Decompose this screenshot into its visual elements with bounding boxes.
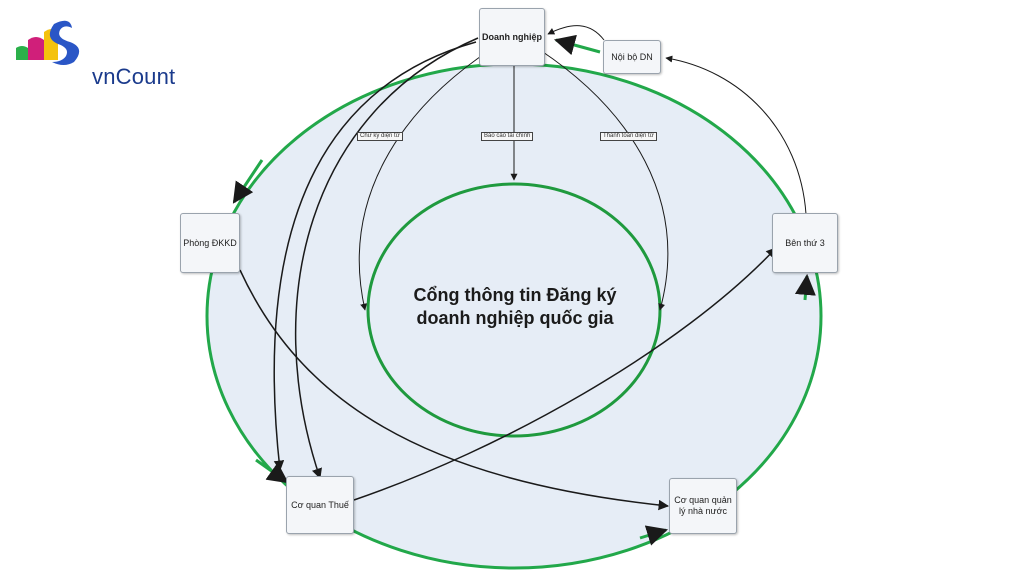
edge-dn-left — [358, 49, 491, 311]
ring-arrow-3 — [639, 525, 669, 546]
edge-label-chu-ky: Chữ ký điện tử — [357, 132, 403, 141]
ring-arrow-1 — [232, 159, 264, 204]
portal-title: Cổng thông tin Đăng ký doanh nghiệp quốc… — [370, 284, 660, 330]
ring-arrow-4 — [794, 273, 816, 301]
vncount-logo[interactable]: vnCount — [14, 18, 214, 89]
portal-title-line-2: doanh nghiệp quốc gia — [416, 308, 614, 328]
node-co-quan-quan-ly-label: Cơ quan quản lý nhà nước — [674, 495, 732, 516]
edge-thue-ben3 — [353, 247, 777, 501]
node-phong-dkkd-label: Phòng ĐKKD — [183, 237, 237, 248]
edge-label-bao-cao: Báo cáo tài chính — [481, 132, 534, 141]
node-ben-thu-3[interactable]: Bên thứ 3 — [772, 213, 838, 273]
node-doanh-nghiep[interactable]: Doanh nghiệp — [479, 8, 545, 66]
node-phong-dkkd[interactable]: Phòng ĐKKD — [180, 213, 240, 273]
edge-dn-right — [539, 49, 669, 311]
node-doanh-nghiep-label: Doanh nghiệp — [482, 31, 542, 42]
logo-text: vnCount — [92, 64, 176, 89]
edge-phong-qlnn — [239, 269, 670, 511]
ring-arrow-5 — [553, 34, 601, 56]
node-noi-bo-dn[interactable]: Nội bộ DN — [603, 40, 661, 74]
node-co-quan-thue[interactable]: Cơ quan Thuế — [286, 476, 354, 534]
portal-title-line-1: Cổng thông tin Đăng ký — [413, 285, 617, 305]
edge-label-thanh-toan: Thanh toán điện tử — [600, 132, 657, 141]
node-co-quan-thue-label: Cơ quan Thuế — [291, 499, 349, 510]
node-co-quan-quan-ly[interactable]: Cơ quan quản lý nhà nước — [669, 478, 737, 534]
edge-dn-thue — [295, 37, 479, 479]
edge-ben3-noibo — [665, 55, 807, 215]
node-ben-thu-3-label: Bên thứ 3 — [785, 237, 825, 248]
node-noi-bo-dn-label: Nội bộ DN — [611, 51, 653, 62]
ring-arrow-2 — [255, 458, 289, 484]
edge-noibo-dn — [547, 25, 605, 41]
logo-mark-icon — [16, 20, 80, 65]
edge-dn-phong — [273, 41, 477, 472]
